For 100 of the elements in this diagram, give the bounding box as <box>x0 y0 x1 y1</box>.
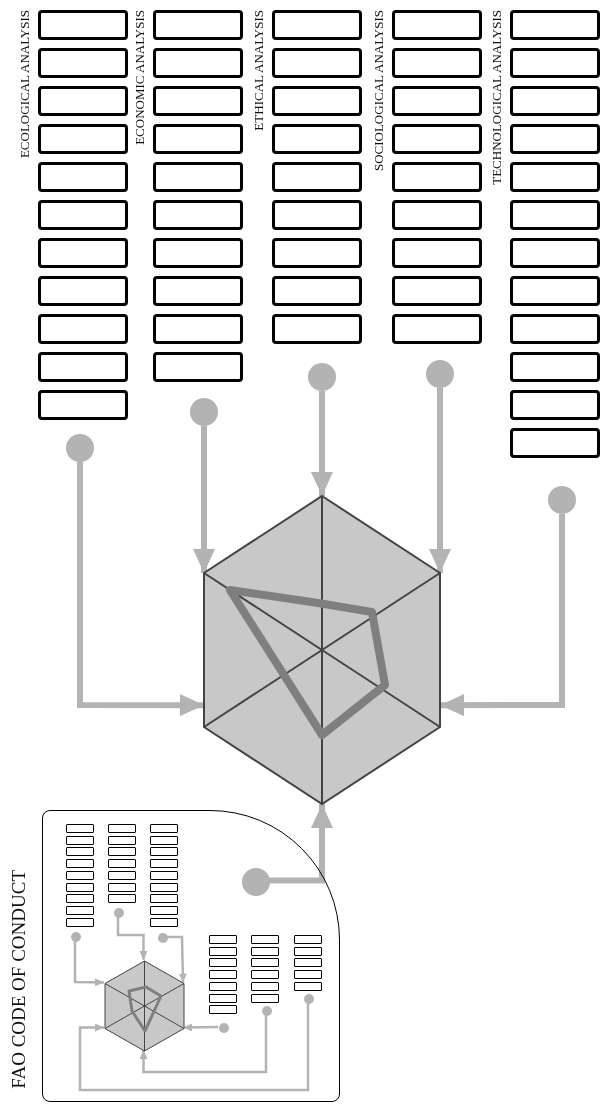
blank-box <box>392 10 482 40</box>
arrow <box>77 462 204 717</box>
blank-box <box>153 162 243 192</box>
blank-box <box>108 870 136 880</box>
blank-box <box>392 124 482 154</box>
column-heading: ETHICAL ANALYSIS <box>252 10 265 131</box>
blank-box <box>38 86 128 116</box>
blank-box <box>108 835 136 845</box>
connector-dot <box>548 486 576 514</box>
blank-box <box>38 352 128 382</box>
blank-box <box>510 200 600 230</box>
blank-box <box>108 882 136 892</box>
blank-box <box>272 276 362 306</box>
blank-box <box>510 428 600 458</box>
blank-box <box>153 352 243 382</box>
blank-box <box>510 352 600 382</box>
blank-box <box>272 162 362 192</box>
column-heading: TECHNOLOGICAL ANALYSIS <box>490 10 503 185</box>
arrow <box>269 804 333 884</box>
arrow <box>167 935 187 983</box>
hexagon-radar-drawing <box>204 496 440 804</box>
blank-box <box>392 200 482 230</box>
blank-box <box>153 314 243 344</box>
blank-box <box>510 162 600 192</box>
blank-box <box>272 238 362 268</box>
arrow <box>73 941 105 987</box>
blank-box <box>392 314 482 344</box>
blank-box <box>153 10 243 40</box>
blank-box <box>153 238 243 268</box>
blank-box <box>392 48 482 78</box>
blank-box <box>108 859 136 869</box>
blank-box <box>209 993 237 1003</box>
blank-box <box>510 124 600 154</box>
blank-box <box>294 958 322 968</box>
blank-box <box>66 859 94 869</box>
blank-box <box>251 935 279 944</box>
blank-box <box>272 86 362 116</box>
blank-box <box>392 238 482 268</box>
blank-box <box>392 86 482 116</box>
blank-box <box>209 981 237 991</box>
column-heading: ECONOMIC ANALYSIS <box>133 10 146 145</box>
blank-box <box>510 390 600 420</box>
blank-box <box>272 48 362 78</box>
blank-box <box>251 993 279 1003</box>
blank-box <box>66 882 94 892</box>
blank-box <box>251 970 279 980</box>
blank-box <box>294 970 322 980</box>
blank-box <box>392 276 482 306</box>
blank-box <box>272 124 362 154</box>
arrow <box>429 388 451 573</box>
blank-box <box>38 200 128 230</box>
blank-box <box>150 835 178 845</box>
blank-box <box>38 276 128 306</box>
blank-box <box>209 935 237 944</box>
blank-box <box>38 162 128 192</box>
blank-box <box>66 894 94 904</box>
arrow <box>116 917 148 960</box>
panel-heading: FAO CODE OF CONDUCT <box>9 870 28 1089</box>
blank-box <box>510 86 600 116</box>
blank-box <box>153 124 243 154</box>
blank-box <box>251 981 279 991</box>
blank-box <box>272 10 362 40</box>
connector-dot <box>262 1006 272 1016</box>
blank-box <box>251 958 279 968</box>
blank-box <box>66 835 94 845</box>
blank-box <box>510 276 600 306</box>
column-heading: SOCIOLOGICAL ANALYSIS <box>372 10 385 172</box>
blank-box <box>251 946 279 956</box>
blank-box <box>150 882 178 892</box>
blank-box <box>510 48 600 78</box>
connector-dot <box>190 398 218 426</box>
blank-box <box>153 276 243 306</box>
blank-box <box>150 824 178 833</box>
blank-box <box>272 200 362 230</box>
blank-box <box>150 859 178 869</box>
connector-dot <box>114 908 124 918</box>
blank-box <box>108 894 136 904</box>
blank-box <box>294 935 322 944</box>
blank-box <box>153 200 243 230</box>
hexagon-radar-drawing <box>105 961 184 1051</box>
blank-box <box>510 10 600 40</box>
connector-dot <box>426 360 454 388</box>
blank-box <box>294 981 322 991</box>
arrow <box>193 426 215 573</box>
blank-box <box>38 390 128 420</box>
blank-box <box>510 314 600 344</box>
arrow <box>183 1023 218 1032</box>
blank-box <box>66 847 94 857</box>
blank-box <box>38 314 128 344</box>
blank-box <box>66 917 94 927</box>
blank-box <box>294 946 322 956</box>
blank-box <box>66 870 94 880</box>
blank-box <box>272 314 362 344</box>
blank-box <box>38 10 128 40</box>
connector-dot <box>158 933 168 943</box>
connector-dot <box>242 867 270 896</box>
column-heading: ECOLOGICAL ANALYSIS <box>18 10 31 159</box>
arrow <box>139 1015 268 1074</box>
blank-box <box>150 870 178 880</box>
blank-box <box>510 238 600 268</box>
